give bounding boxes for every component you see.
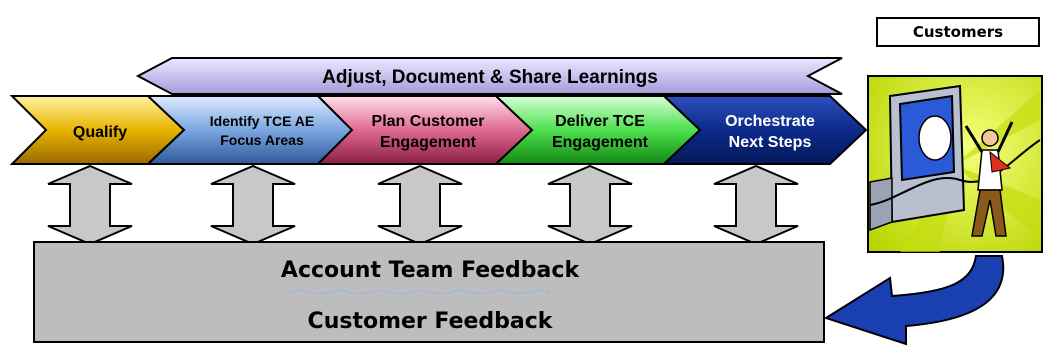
step-identify-line1: Identify TCE AE xyxy=(210,113,315,129)
step-deliver-line1: Deliver TCE xyxy=(555,113,645,130)
step-deliver-line2: Engagement xyxy=(552,134,649,151)
curved-return-arrow-icon xyxy=(823,255,1005,346)
step-identify: Identify TCE AE Focus Areas xyxy=(145,95,354,165)
learnings-banner: Adjust, Document & Share Learnings xyxy=(135,57,843,95)
double-arrow-icon-3 xyxy=(377,164,463,246)
chevron-orchestrate xyxy=(661,95,868,165)
step-orchestrate: Orchestrate Next Steps xyxy=(661,95,868,165)
feedback-divider xyxy=(289,289,551,295)
account-team-feedback-label: Account Team Feedback xyxy=(281,258,581,283)
step-plan: Plan Customer Engagement xyxy=(315,95,534,165)
banner-shape xyxy=(135,57,843,95)
customer-feedback-label: Customer Feedback xyxy=(308,309,554,334)
double-arrow-icon-1 xyxy=(47,164,133,246)
double-arrow-icon-5 xyxy=(713,164,799,246)
step-deliver: Deliver TCE Engagement xyxy=(493,95,702,165)
customer-clipart-icon xyxy=(867,75,1043,253)
step-orchestrate-line1: Orchestrate xyxy=(725,113,815,130)
step-orchestrate-line2: Next Steps xyxy=(729,134,812,151)
step-plan-line1: Plan Customer xyxy=(372,113,485,130)
double-arrow-icon-4 xyxy=(547,164,633,246)
step-plan-line2: Engagement xyxy=(380,134,477,151)
customers-label: Customers xyxy=(876,17,1040,47)
step-qualify-label: Qualify xyxy=(73,124,127,141)
feedback-box: Account Team Feedback Customer Feedback xyxy=(33,241,825,343)
banner-label: Adjust, Document & Share Learnings xyxy=(322,67,658,88)
step-identify-line2: Focus Areas xyxy=(220,132,304,148)
double-arrow-icon-2 xyxy=(210,164,296,246)
